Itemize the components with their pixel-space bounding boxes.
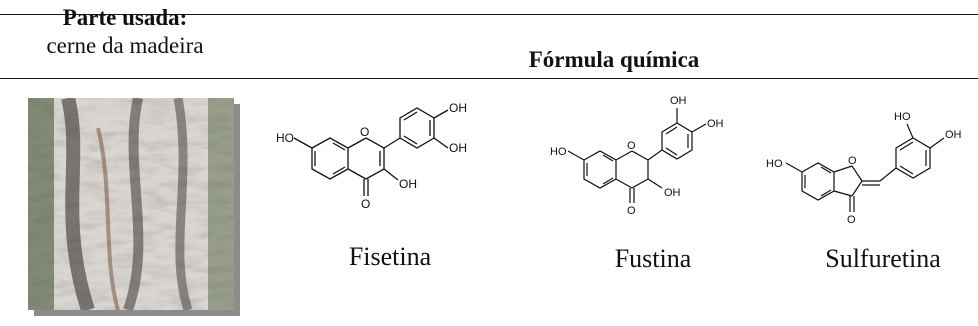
- sulfuretina-ho-label: HO: [766, 158, 783, 170]
- fustina-3prime-oh-label: OH: [670, 95, 687, 107]
- fustina-ho-label: HO: [550, 146, 567, 158]
- fisetina-ring-o-label: O: [360, 125, 369, 139]
- fisetina-ho-label: HO: [276, 131, 294, 145]
- tree-bark-photo: [28, 98, 234, 310]
- fustina-name: Fustina: [614, 244, 692, 273]
- top-rule: [0, 14, 978, 15]
- part-used-label: Parte usada:: [62, 5, 188, 30]
- sulfuretina-4prime-oh-label: OH: [945, 129, 962, 141]
- fisetina-3prime-oh-label: OH: [449, 141, 467, 155]
- fisetina-structure: HO O OH OH OH O: [276, 101, 467, 211]
- fustina-3oh-label: OH: [664, 187, 681, 199]
- fisetina-4oh-label: OH: [449, 101, 467, 115]
- fustina-carbonyl-o-label: O: [627, 205, 636, 217]
- fisetina-name: Fisetina: [348, 242, 432, 271]
- sulfuretina-3prime-ho-label: HO: [894, 111, 911, 123]
- fisetina-3oh-label: OH: [399, 177, 417, 191]
- sulfuretina-structure: HO O O HO OH: [766, 111, 962, 226]
- sulfuretina-name: Sulfuretina: [825, 244, 941, 273]
- part-used-header: Parte usada: cerne da madeira: [0, 4, 250, 60]
- fustina-ring-o-label: O: [627, 140, 636, 152]
- fustina-4prime-oh-label: OH: [707, 118, 724, 130]
- fustina-structure: HO O OH OH OH O: [550, 95, 724, 217]
- header-rule: [0, 78, 978, 79]
- part-used-value: cerne da madeira: [46, 33, 204, 58]
- fisetina-carbonyl-o-label: O: [361, 197, 370, 211]
- sulfuretina-ring-o-label: O: [848, 155, 857, 167]
- sulfuretina-carbonyl-o-label: O: [847, 214, 856, 226]
- formula-title: Fórmula química: [528, 47, 700, 72]
